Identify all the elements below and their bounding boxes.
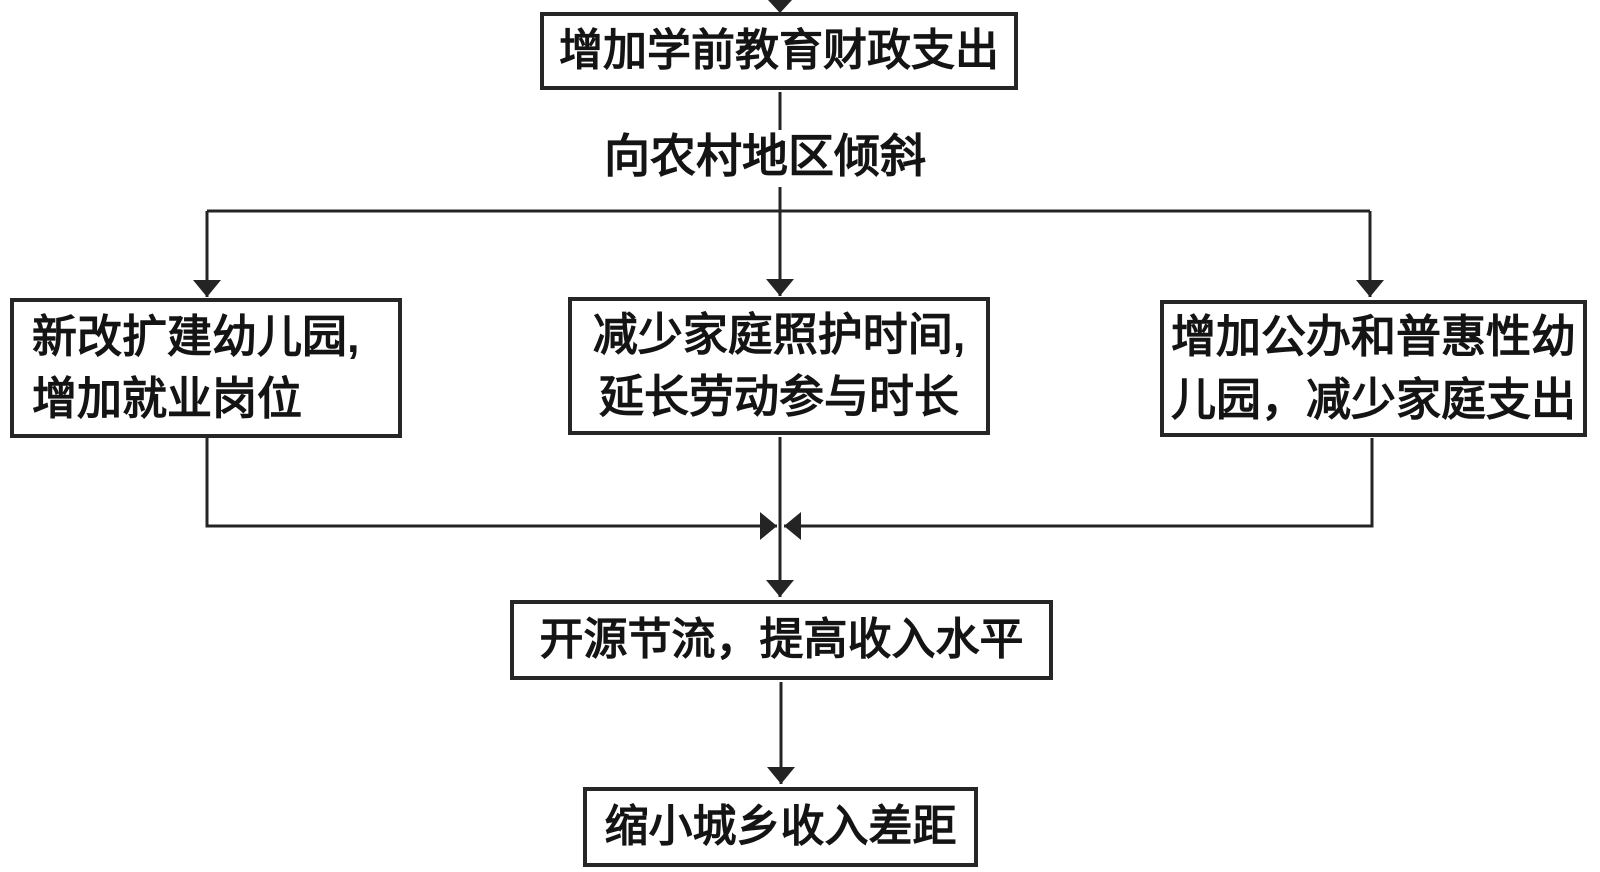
node-label-line-2: 增加就业岗位	[32, 373, 303, 424]
node-label-line-1: 新改扩建幼儿园,	[32, 310, 360, 362]
node-increase-public-kindergartens: 增加公办和普惠性幼 儿园，减少家庭支出	[1160, 300, 1587, 437]
node-raise-income-level: 开源节流，提高收入水平	[510, 600, 1053, 680]
label-text: 向农村地区倾斜	[604, 130, 926, 182]
node-label: 增加学前教育财政支出	[559, 25, 999, 75]
connector-right-merge	[784, 438, 1374, 540]
node-label: 缩小城乡收入差距	[604, 801, 957, 851]
node-label-line-1: 减少家庭照护时间,	[592, 308, 966, 360]
arrowhead-into-top-box	[768, 0, 792, 13]
node-label-line-2: 儿园，减少家庭支出	[1170, 373, 1576, 425]
node-label: 开源节流，提高收入水平	[539, 614, 1024, 664]
node-reduce-family-care-time: 减少家庭照护时间, 延长劳动参与时长	[568, 297, 990, 435]
node-label-line-1: 增加公办和普惠性幼	[1170, 311, 1576, 363]
node-label-line-2: 延长劳动参与时长	[598, 371, 959, 422]
connector-left-merge	[205, 438, 777, 540]
node-build-expand-kindergartens-jobs: 新改扩建幼儿园, 增加就业岗位	[10, 298, 402, 438]
node-increase-preschool-fiscal-spending: 增加学前教育财政支出	[540, 12, 1018, 90]
node-narrow-urban-rural-income-gap: 缩小城乡收入差距	[583, 787, 978, 867]
label-tilt-to-rural-areas: 向农村地区倾斜	[530, 129, 1000, 184]
